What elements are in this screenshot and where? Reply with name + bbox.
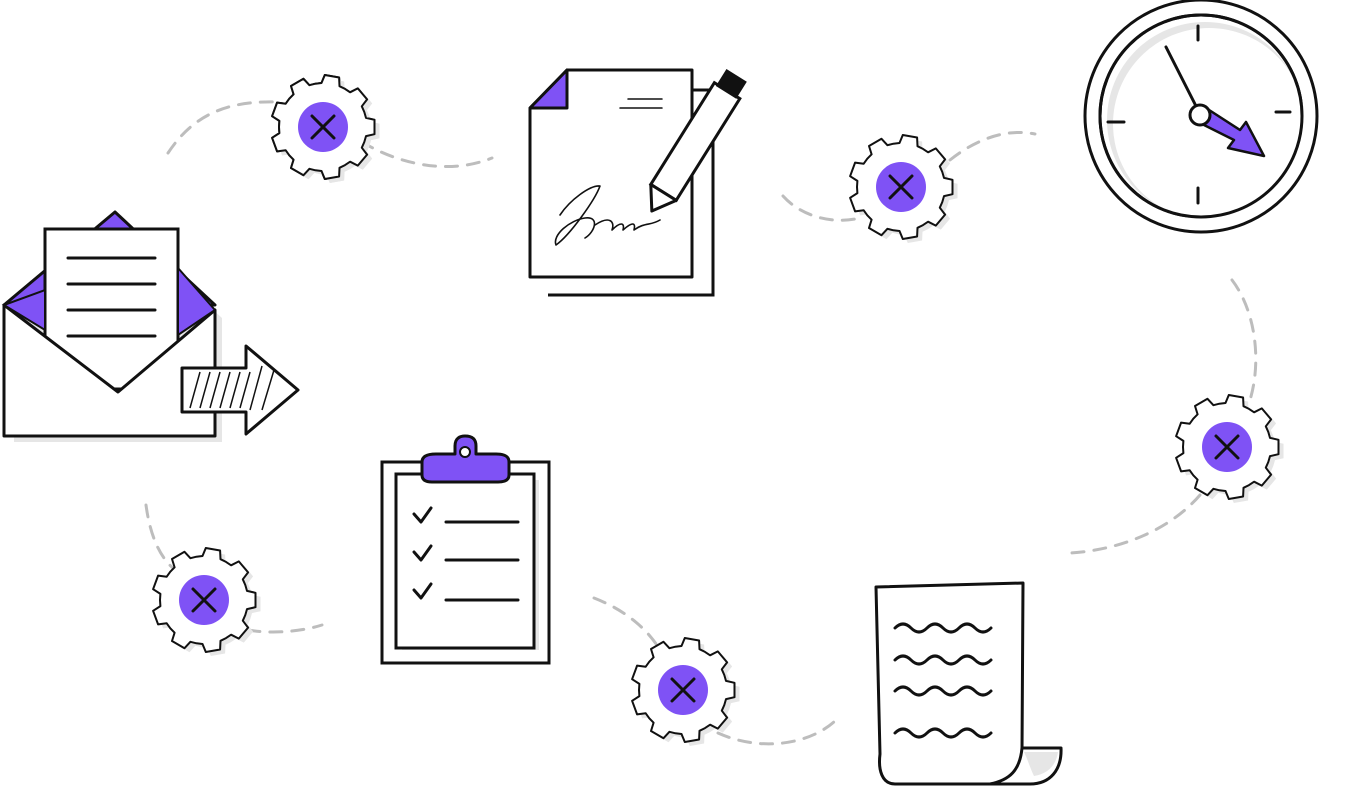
scroll-document-icon: [874, 581, 1063, 786]
pen-icon: [648, 69, 747, 213]
scroll-page: [874, 581, 1025, 786]
gear-cross-mark: [888, 174, 914, 200]
clipboard-clip: [420, 434, 511, 484]
gear-icon: [631, 637, 740, 746]
gear-icon: [849, 134, 958, 243]
connector-gear-5-to-clipboard: [246, 623, 324, 634]
gear-cross-mark: [670, 677, 696, 703]
connector-document-to-gear-2: [781, 194, 862, 222]
gear-icon: [152, 547, 261, 656]
gear-cross-mark: [1214, 434, 1240, 460]
gears: [152, 74, 1284, 746]
gear-icon: [1175, 394, 1284, 503]
clipboard-checklist-icon: [380, 434, 551, 665]
signed-document-icon: [528, 68, 747, 297]
connectors: [144, 100, 1258, 746]
clock-minute-hand: [1164, 45, 1201, 114]
connector-clock-to-gear-3: [1230, 278, 1258, 402]
clock-icon: [1083, 0, 1319, 234]
connector-clipboard-to-gear-4: [592, 596, 662, 652]
arrow-right-icon: [180, 344, 300, 436]
connector-gear-1-to-document: [360, 140, 494, 169]
gear-cross-mark: [310, 114, 336, 140]
gear-cross-mark: [191, 587, 217, 613]
envelope-icon: [1, 210, 300, 442]
document-corner-fold: [528, 68, 569, 110]
signature: [554, 185, 661, 246]
connector-gear-4-to-scroll: [716, 718, 838, 746]
connector-gear-2-to-clock: [948, 130, 1037, 162]
gear-icon: [271, 74, 380, 183]
connector-gear-3-to-scroll: [1068, 493, 1202, 555]
connector-envelope-to-gear-1: [166, 100, 280, 155]
